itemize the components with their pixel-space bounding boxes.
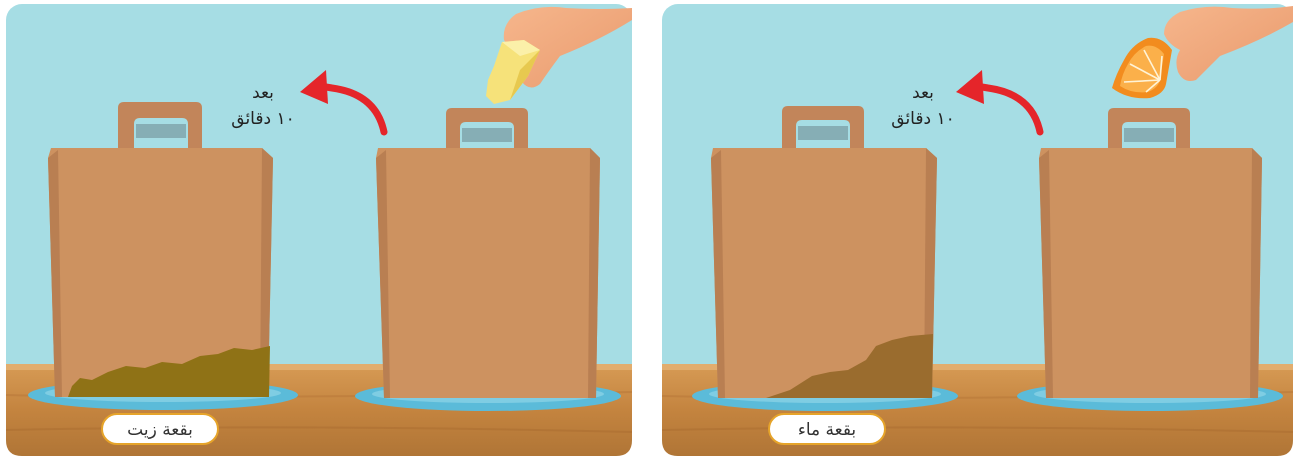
caption-line-minutes: ١٠ دقائق — [208, 106, 318, 132]
bag-handle-gap — [136, 124, 186, 138]
label-oil-stain: بقعة زيت — [101, 413, 219, 445]
caption-line-after: بعد — [208, 80, 318, 106]
label-water-stain: بقعة ماء — [768, 413, 886, 445]
paper-bag-stained — [711, 106, 937, 398]
bag-body — [1039, 148, 1262, 398]
paper-bag-clean — [1039, 108, 1262, 398]
caption-oil: بعد ١٠ دقائق — [208, 80, 318, 132]
caption-line-minutes: ١٠ دقائق — [868, 106, 978, 132]
panel-divider — [632, 0, 662, 460]
caption-line-after: بعد — [868, 80, 978, 106]
caption-water: بعد ١٠ دقائق — [868, 80, 978, 132]
bag-handle-gap — [798, 126, 848, 140]
bag-body — [376, 148, 600, 398]
paper-bag-clean — [376, 108, 600, 398]
bag-handle-gap — [462, 128, 512, 142]
panel-water — [662, 4, 1293, 456]
bag-handle-gap — [1124, 128, 1174, 142]
panel-oil — [6, 4, 632, 456]
